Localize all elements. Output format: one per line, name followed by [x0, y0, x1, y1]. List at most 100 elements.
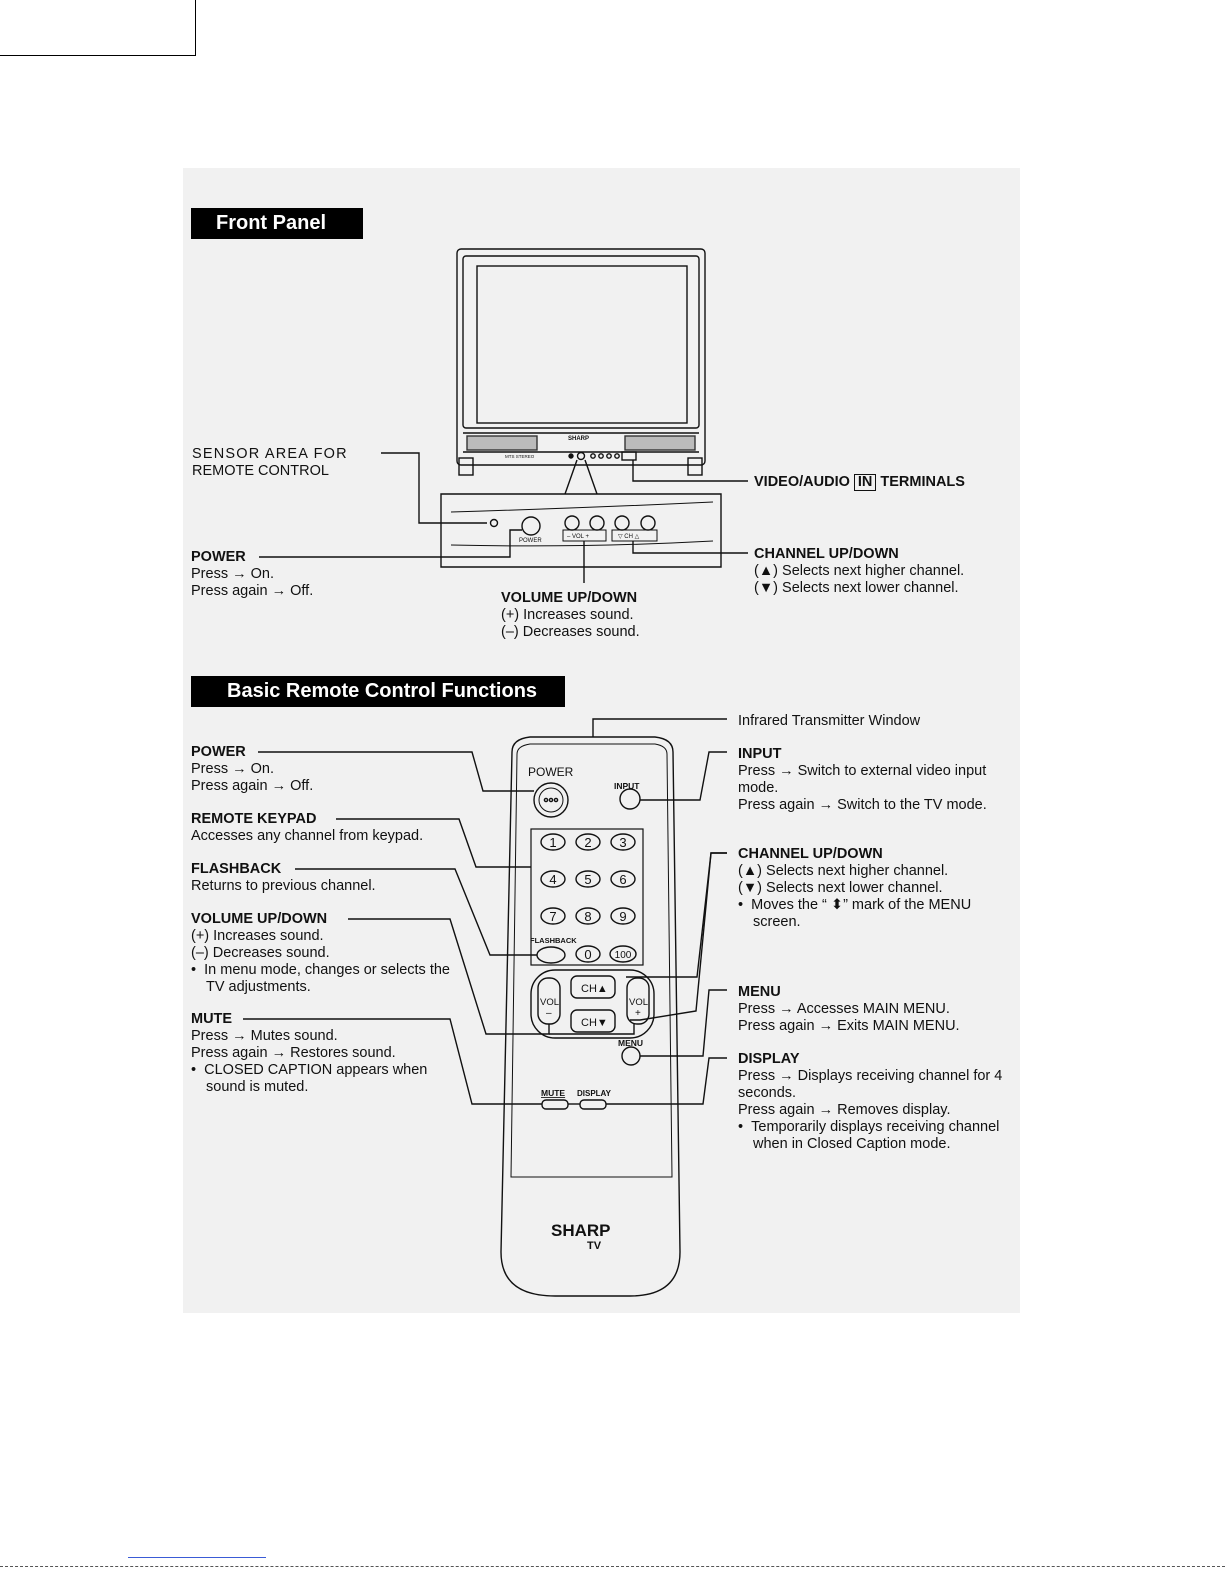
remote-flashback-button[interactable] [536, 946, 566, 964]
sensor-label-line2: REMOTE CONTROL [192, 463, 329, 479]
rc-input-line: Press → Switch to external video input m… [738, 763, 987, 796]
remote-minus-label: – [546, 1008, 552, 1019]
remote-vol-left-label: VOL [540, 997, 559, 1008]
remote-brand: SHARP [551, 1221, 611, 1240]
rc-input-heading: INPUT [738, 746, 782, 762]
rc-mute-heading: MUTE [191, 1011, 233, 1027]
key-label-9: 9 [619, 909, 626, 924]
sensor-area-label: SENSOR AREA FOR REMOTE CONTROL [192, 446, 348, 480]
rc-keypad-desc: REMOTE KEYPAD Accesses any channel from … [191, 811, 423, 845]
remote-key-2[interactable] [575, 833, 601, 851]
remote-key-6[interactable] [610, 870, 636, 888]
panel-vol-label: – VOL + [567, 534, 589, 540]
rc-channel-bullet-text: Moves the “ ⬍” mark of the MENU screen. [751, 897, 972, 930]
remote-key-0[interactable] [575, 945, 601, 963]
key-label-3: 3 [619, 835, 626, 850]
content-background [183, 168, 1020, 1313]
fp-channel-line: (▼) Selects next lower channel. [754, 580, 959, 596]
corner-box [0, 0, 196, 56]
vol-ch-cluster [530, 969, 655, 1039]
rc-keypad-line: Accesses any channel from keypad. [191, 828, 424, 844]
rc-channel-line: (▼) Selects next lower channel. [738, 880, 943, 896]
rc-mute-bullet: • CLOSED CAPTION appears when sound is m… [191, 1062, 428, 1095]
rc-mute-line: Press → Mutes sound. [191, 1028, 338, 1044]
rc-volume-bullet: • In menu mode, changes or selects the T… [191, 962, 450, 995]
fp-volume-line: (+) Increases sound. [501, 607, 634, 623]
panel-ch-label: ▽ CH △ [618, 534, 640, 540]
panel-ch-down [614, 515, 630, 531]
front-panel-zoom [440, 493, 722, 568]
fp-channel-desc: CHANNEL UP/DOWN (▲) Selects next higher … [754, 546, 964, 597]
rc-power-heading: POWER [191, 744, 246, 760]
remote-power-button[interactable] [533, 782, 569, 818]
key-label-4: 4 [549, 872, 556, 887]
remote-display-button[interactable] [579, 1099, 607, 1110]
remote-power-label: POWER [528, 765, 574, 779]
rc-mute-bullet-text: CLOSED CAPTION appears when sound is mut… [204, 1062, 428, 1095]
rc-menu-desc: MENU Press → Accesses MAIN MENU. Press a… [738, 984, 1003, 1035]
fp-power-line: Press again → Off. [191, 583, 314, 599]
fp-volume-line: (–) Decreases sound. [501, 624, 640, 640]
rc-channel-bullet: • Moves the “ ⬍” mark of the MENU screen… [738, 897, 972, 930]
key-label-6: 6 [619, 872, 626, 887]
remote-body [500, 736, 681, 1297]
fp-volume-desc: VOLUME UP/DOWN (+) Increases sound. (–) … [501, 590, 640, 641]
remote-key-5[interactable] [575, 870, 601, 888]
remote-key-1[interactable] [540, 833, 566, 851]
tv-power-dot [576, 451, 586, 461]
remote-key-3[interactable] [610, 833, 636, 851]
remote-display-label: DISPLAY [577, 1089, 612, 1098]
rc-power-desc: POWER Press → On. Press again → Off. [191, 744, 313, 795]
video-audio-prefix: VIDEO/AUDIO [754, 474, 850, 490]
remote-key-7[interactable] [540, 907, 566, 925]
fp-channel-line: (▲) Selects next higher channel. [754, 563, 965, 579]
remote-section-title: Basic Remote Control Functions [191, 676, 565, 707]
tv-screen [476, 265, 688, 424]
rc-display-desc: DISPLAY Press → Displays receiving chann… [738, 1051, 1003, 1153]
rc-input-desc: INPUT Press → Switch to external video i… [738, 746, 1003, 814]
panel-ch-up [640, 515, 656, 531]
tv-foot-right [687, 457, 703, 476]
rc-volume-line: (–) Decreases sound. [191, 945, 330, 961]
rc-display-bullet-text: Temporarily displays receiving channel w… [751, 1119, 1000, 1152]
rc-channel-desc: CHANNEL UP/DOWN (▲) Selects next higher … [738, 846, 1003, 931]
remote-mute-button[interactable] [541, 1099, 569, 1110]
rc-volume-line: (+) Increases sound. [191, 928, 324, 944]
remote-key-8[interactable] [575, 907, 601, 925]
panel-power-label: POWER [519, 538, 542, 544]
rc-flashback-line: Returns to previous channel. [191, 878, 376, 894]
remote-panel [510, 743, 673, 1178]
rc-mute-desc: MUTE Press → Mutes sound. Press again → … [191, 1011, 453, 1096]
remote-key-4[interactable] [540, 870, 566, 888]
key-label-7: 7 [549, 909, 556, 924]
remote-ch-up[interactable] [570, 975, 616, 999]
fp-power-heading: POWER [191, 549, 246, 565]
tv-bezel [462, 255, 700, 429]
rc-power-line: Press → On. [191, 761, 274, 777]
tv-speaker-right [624, 435, 696, 451]
rc-flashback-desc: FLASHBACK Returns to previous channel. [191, 861, 376, 895]
fp-channel-heading: CHANNEL UP/DOWN [754, 546, 899, 562]
tv-body [456, 248, 706, 466]
panel-vol-plus [589, 515, 605, 531]
rc-menu-line: Press again → Exits MAIN MENU. [738, 1018, 960, 1034]
bottom-dashed-rule [0, 1566, 1225, 1567]
tv-av-terminals [621, 451, 637, 461]
tv-sensor-dot [568, 453, 574, 459]
remote-key-9[interactable] [610, 907, 636, 925]
rc-volume-bullet-text: In menu mode, changes or selects the TV … [204, 962, 450, 995]
remote-vol-plus[interactable] [626, 977, 650, 1025]
remote-menu-label: MENU [618, 1038, 643, 1048]
bottom-link-underline [128, 1557, 266, 1558]
remote-ch-down[interactable] [570, 1009, 616, 1033]
fp-power-desc: POWER Press → On. Press again → Off. [191, 549, 313, 600]
rc-menu-line: Press → Accesses MAIN MENU. [738, 1001, 950, 1017]
key-label-100: 100 [615, 950, 632, 961]
remote-key-100[interactable] [609, 945, 637, 963]
tv-foot-left [458, 457, 474, 476]
remote-menu-button[interactable] [621, 1046, 641, 1066]
remote-mute-label: MUTE [541, 1088, 565, 1098]
remote-input-button[interactable] [619, 788, 641, 810]
rc-display-line: Press again → Removes display. [738, 1102, 951, 1118]
remote-input-label: INPUT [614, 781, 640, 791]
